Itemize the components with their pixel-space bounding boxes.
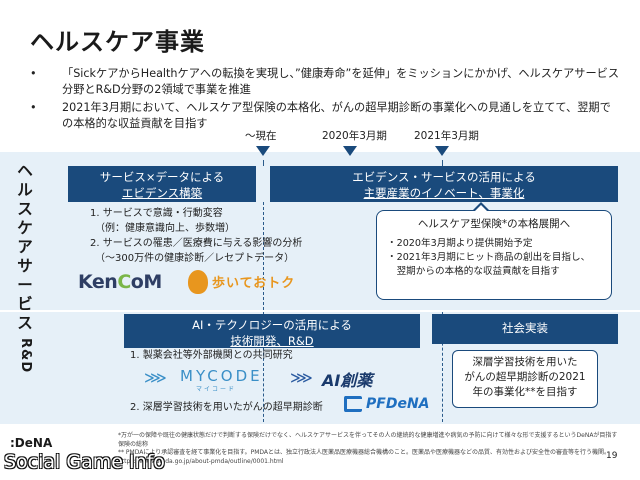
timeline-marker-fy2021	[435, 146, 449, 156]
rd-item-2: 2. 深層学習技術を用いたがんの超早期診断	[130, 400, 323, 415]
timeline-dash-now-lower	[263, 202, 264, 310]
callout-pointer-inner	[474, 205, 488, 212]
rd-item: 2. 深層学習技術を用いたがんの超早期診断	[130, 402, 323, 413]
footnotes: *万が一の保障や既往の健康状態だけで判断する保険だけでなく、ヘルスケアサービスを…	[118, 432, 618, 466]
header-line: AI・テクノロジーの活用による	[192, 318, 352, 332]
dena-logo: :DeNA	[10, 436, 53, 450]
service-item: 2. サービスの罹患／医療費に与える影響の分析	[90, 238, 303, 249]
ai-soyaku-logo: AI創薬	[322, 371, 373, 390]
service-item: （〜300万件の健康診断／レセプトデータ）	[90, 253, 295, 264]
timeline-dash-fy2021	[442, 160, 443, 166]
header-ai-technology: AI・テクノロジーの活用による 技術開発、R&D	[124, 314, 420, 348]
header-evidence-building: サービス×データによる エビデンス構築	[68, 166, 256, 202]
timeline-fy2020: 2020年3月期	[322, 130, 387, 142]
summary-bullets: • 「SickケアからHealthケアへの転換を実現し、”健康寿命”を延伸」をミ…	[30, 66, 620, 134]
timeline-dash-fy2021-rd	[442, 312, 443, 422]
rd-item-1: 1. 製薬会社等外部機関との共同研究	[130, 348, 293, 363]
header-line: サービス×データによる	[99, 170, 225, 184]
header-line: 技術開発、R&D	[230, 334, 314, 348]
header-line: エビデンス構築	[121, 186, 203, 200]
timeline-dash-now-rd	[263, 312, 264, 422]
kencom-logo-text: Ken	[78, 271, 118, 293]
arukeru-logo: 歩いておトク	[212, 276, 296, 291]
page-number: 19	[606, 451, 618, 461]
bullet-text: 「SickケアからHealthケアへの転換を実現し、”健康寿命”を延伸」をミッシ…	[62, 67, 620, 96]
pfdena-bracket-icon	[344, 396, 362, 412]
bullet-item: • 2021年3月期において、ヘルスケア型保険の本格化、がんの超早期診断の事業化…	[30, 100, 620, 132]
page-title: ヘルスケア事業	[30, 28, 205, 56]
timeline-fy2021: 2021年3月期	[414, 130, 479, 142]
goal-line: がんの超早期診断の2021	[464, 371, 586, 383]
bullet-text: 2021年3月期において、ヘルスケア型保険の本格化、がんの超早期診断の事業化への…	[62, 101, 611, 130]
kencom-logo-text: oM	[130, 271, 162, 293]
mycode-logo-sub: マイコード	[196, 386, 237, 393]
header-industry-innovation: エビデンス・サービスの活用による 主要産業のイノベート、事業化	[270, 166, 618, 202]
service-item: 1. サービスで意識・行動変容	[90, 208, 223, 219]
rd-item: 1. 製薬会社等外部機関との共同研究	[130, 350, 293, 361]
header-line: 主要産業のイノベート、事業化	[363, 186, 525, 200]
kencom-logo: KenCoM	[78, 271, 162, 293]
cancer-diagnosis-goal-box: 深層学習技術を用いた がんの超早期診断の2021 年の事業化**を目指す	[452, 350, 598, 408]
kencom-logo-c: C	[117, 271, 131, 293]
bullet-item: • 「SickケアからHealthケアへの転換を実現し、”健康寿命”を延伸」をミ…	[30, 66, 620, 98]
mycode-mark-icon: ⋙	[144, 368, 167, 387]
timeline-marker-now	[256, 146, 270, 156]
header-line: 社会実装	[502, 321, 548, 335]
header-social-implementation: 社会実装	[432, 314, 618, 344]
insurance-callout: ヘルスケア型保険*の本格展開へ ・2020年3月期より提供開始予定 ・2021年…	[376, 210, 612, 300]
service-items: 1. サービスで意識・行動変容 （例：健康意識向上、歩数増） 2. サービスの罹…	[90, 206, 302, 266]
service-item: （例：健康意識向上、歩数増）	[90, 223, 235, 234]
callout-line: ・2020年3月期より提供開始予定	[387, 238, 533, 249]
goal-line: 深層学習技術を用いた	[472, 356, 578, 368]
timeline: 〜現在 2020年3月期 2021年3月期	[0, 128, 640, 144]
pfdena-logo: PFDeNA	[366, 396, 430, 412]
section-label-rd: R&D	[18, 338, 33, 374]
arukeru-character-icon	[188, 270, 208, 294]
callout-title: ヘルスケア型保険*の本格展開へ	[417, 218, 571, 230]
social-game-info-watermark: Social Game Info	[4, 451, 165, 473]
bullet-dot: •	[30, 101, 37, 114]
timeline-dash-now	[263, 160, 264, 166]
callout-line: ・2021年3月期にヒット商品の創出を目指し、	[387, 252, 591, 263]
callout-line: 翌期からの本格的な収益貢献を目指す	[387, 266, 560, 277]
timeline-now: 〜現在	[245, 130, 277, 142]
bullet-dot: •	[30, 67, 37, 80]
mycode-logo: MYCODE	[180, 367, 263, 385]
band-divider	[0, 310, 640, 312]
footnote-pmda: ** PMDAにより承認審査を経て事業化を目指す。PMDAとは、独立行政法人医薬…	[118, 449, 611, 465]
header-line: エビデンス・サービスの活用による	[352, 170, 536, 184]
footnote-insurance: *万が一の保障や既往の健康状態だけで判断する保険だけでなく、ヘルスケアサービスを…	[118, 432, 618, 448]
section-label-service: ヘルスケアサービス	[17, 162, 33, 332]
timeline-marker-fy2020	[343, 146, 357, 156]
goal-line: 年の事業化**を目指す	[472, 386, 578, 398]
ai-soyaku-mark-icon: ⋙	[290, 368, 313, 387]
